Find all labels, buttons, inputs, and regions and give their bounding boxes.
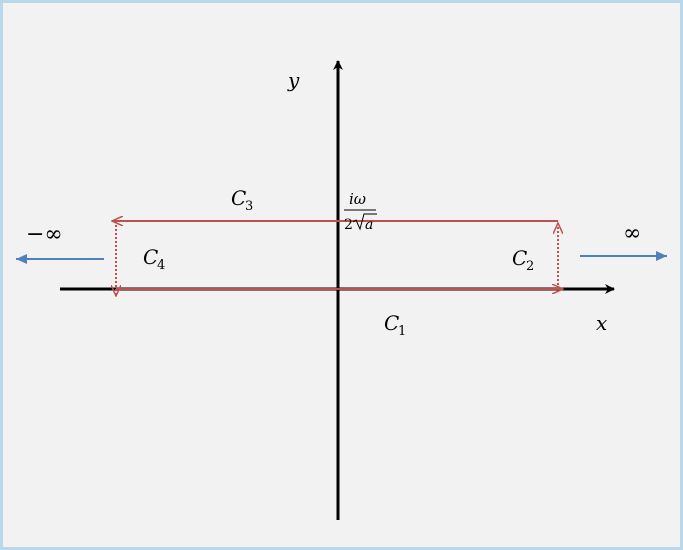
svg-text:3: 3 (245, 199, 253, 214)
pos-infinity-label: ∞ (623, 221, 641, 246)
c2-label: C 2 (512, 246, 534, 274)
c3-label: C 3 (231, 186, 253, 214)
svg-text:2: 2 (526, 259, 534, 274)
svg-text:1: 1 (398, 324, 406, 339)
svg-text:C: C (143, 245, 158, 269)
sqrt-sign (352, 213, 377, 231)
x-axis-label: x (596, 311, 607, 335)
height-radicand: a (365, 217, 373, 233)
height-numerator: iω (349, 190, 366, 208)
contour-height-label: iω 2 a (344, 190, 377, 233)
svg-text:C: C (512, 246, 527, 270)
height-denominator-coef: 2 (344, 217, 353, 233)
y-axis-label: y (287, 68, 300, 92)
neg-infinity-label: −∞ (26, 222, 63, 247)
svg-text:C: C (384, 311, 399, 335)
svg-text:4: 4 (157, 258, 165, 273)
c4-label: C 4 (143, 245, 165, 273)
c1-label: C 1 (384, 311, 406, 339)
svg-text:C: C (231, 186, 246, 210)
